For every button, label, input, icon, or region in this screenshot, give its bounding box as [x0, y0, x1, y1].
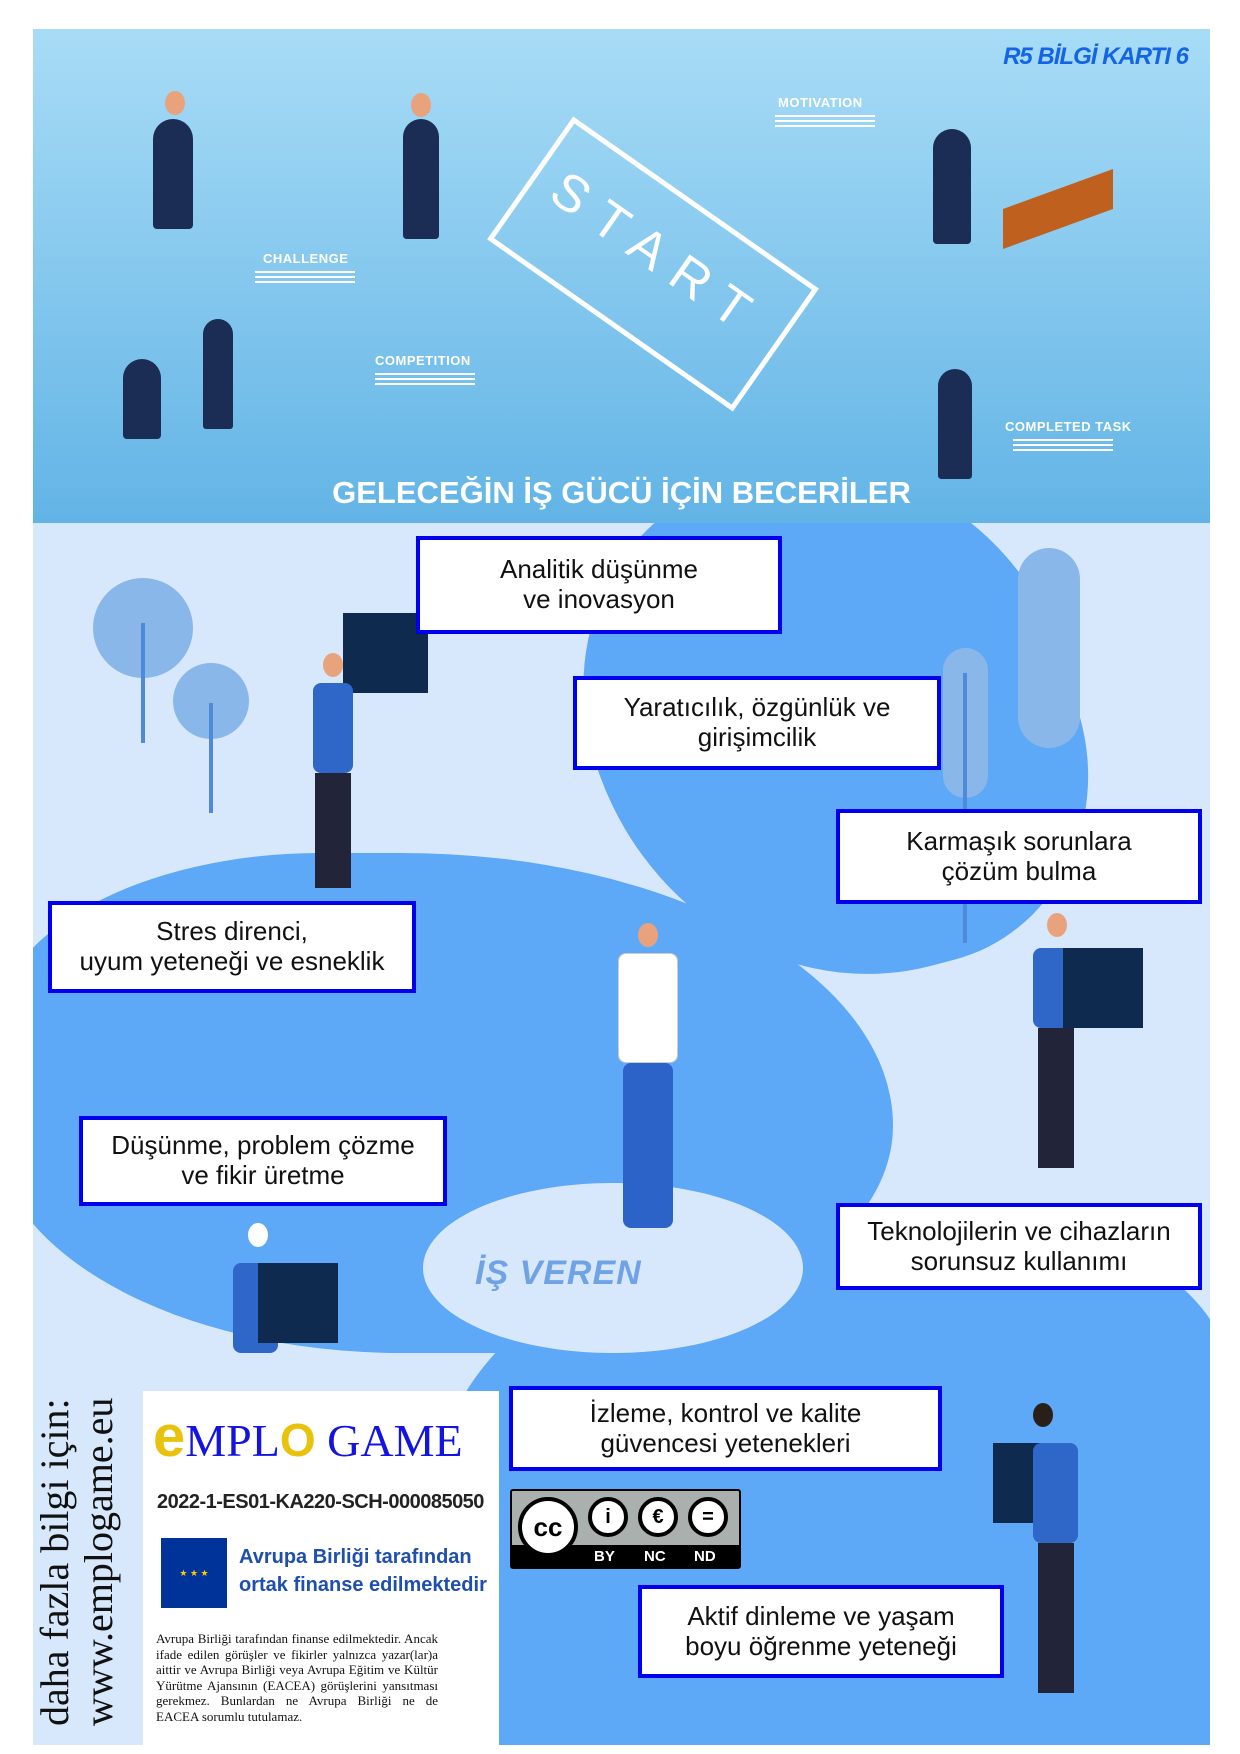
emplogame-logo: eMPLO GAME: [153, 1404, 463, 1469]
skill-text: çözüm bulma: [941, 855, 1097, 886]
skill-text: Aktif dinleme ve yaşam: [687, 1600, 955, 1631]
tree-trunk: [209, 703, 213, 813]
cc-license-badge[interactable]: cc i € = BY NC ND: [510, 1489, 741, 1569]
label-competition: COMPETITION: [375, 353, 471, 368]
runner-illustration: [203, 319, 233, 429]
tree-trunk: [963, 673, 967, 943]
skill-text: sorunsuz kullanımı: [910, 1245, 1128, 1276]
island-shape: [423, 1183, 803, 1353]
skill-text: Analitik düşünme: [500, 554, 698, 585]
tree-icon: [1018, 548, 1080, 748]
website-link[interactable]: www.emplogame.eu: [76, 1397, 121, 1726]
businessman-illustration: [153, 119, 193, 229]
noderivatives-icon: =: [688, 1497, 728, 1537]
manager-illustration: [933, 129, 971, 244]
text-lines: [255, 271, 355, 285]
skill-text: güvencesi yetenekleri: [600, 1427, 851, 1458]
skill-text: Stres direnci,: [156, 916, 308, 947]
eu-flag-icon: ★ ★ ★: [161, 1538, 227, 1608]
main-title: GELECEĞİN İŞ GÜCÜ İÇİN BECERİLER: [332, 475, 911, 510]
skill-text: girişimcilik: [697, 722, 817, 752]
disclaimer-text: Avrupa Birliği tarafından finanse edilme…: [156, 1631, 438, 1724]
head-illustration: [411, 93, 431, 117]
license-nd: ND: [694, 1548, 716, 1565]
text-lines: [775, 115, 875, 129]
header-banner: R5 BİLGİ KARTI 6 START CHALLENGE MOTIVAT…: [33, 29, 1210, 523]
attribution-icon: i: [588, 1497, 628, 1537]
skill-text: boyu öğrenme yeteneği: [685, 1630, 957, 1661]
skill-text: İzleme, kontrol ve kalite: [589, 1397, 862, 1428]
head-illustration: [165, 91, 185, 115]
project-info-card: eMPLO GAME 2022-1-ES01-KA220-SCH-0000850…: [143, 1391, 499, 1754]
cc-icon: cc: [518, 1497, 578, 1557]
label-completed-task: COMPLETED TASK: [1005, 419, 1132, 434]
runner-illustration: [123, 359, 161, 439]
project-id: 2022-1-ES01-KA220-SCH-000085050: [157, 1491, 484, 1513]
more-info-text: daha fazla bilgi için:: [32, 1398, 77, 1726]
desk-illustration: [1003, 168, 1113, 250]
skill-text: uyum yeteneği ve esneklik: [79, 946, 385, 976]
text-lines: [1013, 439, 1113, 453]
text-lines: [375, 373, 475, 387]
card-title: R5 BİLGİ KARTI 6: [1003, 43, 1189, 70]
start-line-illustration: START: [487, 116, 819, 412]
skill-text: Yaratıcılık, özgünlük ve: [623, 692, 891, 723]
skill-text: ve inovasyon: [523, 584, 675, 614]
starter-illustration: [403, 119, 439, 239]
winner-illustration: [938, 369, 972, 479]
skill-text: ve fikir üretme: [181, 1160, 345, 1190]
label-motivation: MOTIVATION: [778, 95, 863, 110]
more-info-vertical: daha fazla bilgi için: www.emplogame.eu: [32, 1397, 121, 1726]
label-challenge: CHALLENGE: [263, 251, 349, 266]
tree-trunk: [141, 623, 145, 743]
employer-label: İŞ VEREN: [475, 1254, 642, 1292]
skill-text: Düşünme, problem çözme: [111, 1130, 415, 1161]
skill-box-stress-resilience: Stres direnci,uyum yeteneği ve esneklik: [48, 901, 416, 993]
license-by: BY: [594, 1548, 615, 1565]
noncommercial-icon: €: [638, 1497, 678, 1537]
skill-text: Karmaşık sorunlara: [906, 825, 1132, 856]
skill-text: Teknolojilerin ve cihazların: [867, 1215, 1171, 1246]
license-nc: NC: [644, 1548, 666, 1565]
